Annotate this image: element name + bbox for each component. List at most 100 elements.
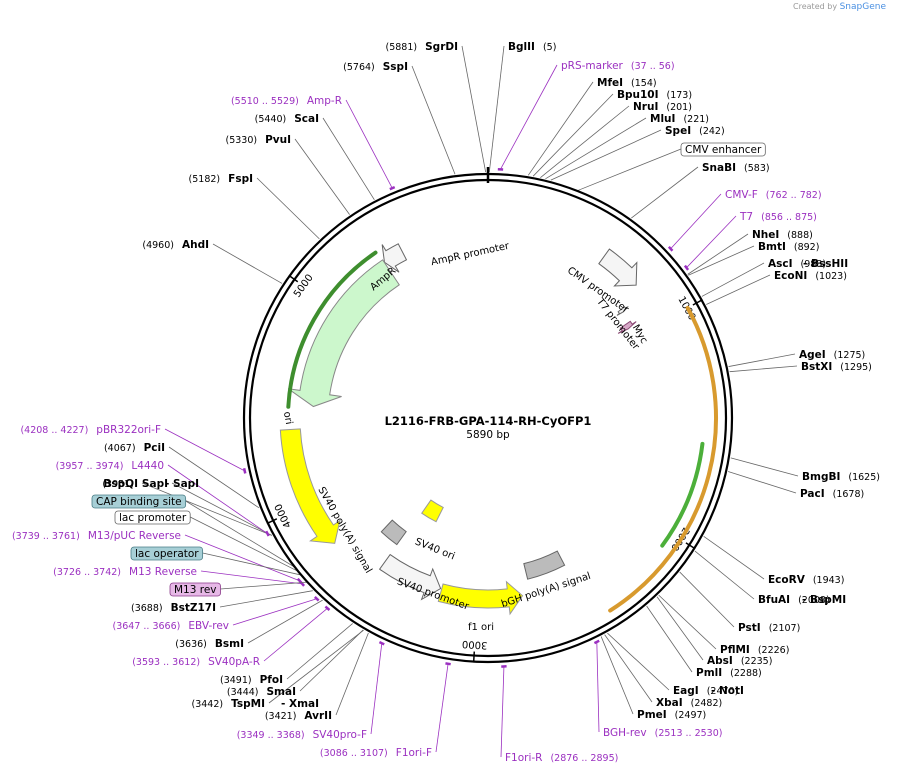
site-name-bgh-rev[interactable]: BGH-rev [603,727,647,739]
leader-paci [727,471,797,494]
site-name-bglii[interactable]: BglII [508,41,535,53]
site-name-sapi[interactable]: SapI [142,478,168,490]
boxed-label-cap-binding-site[interactable]: CAP binding site [91,494,187,509]
site-name-bfuai[interactable]: BfuAI [758,594,790,606]
primer-mark-cmv-f [667,245,674,252]
site-name-bspmi[interactable]: - BspMI [802,594,846,606]
site-name-sapi[interactable]: - SapI [165,478,199,490]
feature-myc[interactable] [617,320,637,334]
site-name-smai[interactable]: SmaI [267,686,297,698]
leader-bstxi [729,365,798,373]
site-name-f1ori-r[interactable]: F1ori-R [505,752,542,764]
site-name-sspi[interactable]: SspI [383,61,408,73]
site-name-xmai[interactable]: - XmaI [281,698,319,710]
site-name-bspqi[interactable]: BspQI [103,478,138,490]
site-name-f1ori-f[interactable]: F1ori-F [396,747,432,759]
site-name-ecorv[interactable]: EcoRV [768,574,806,586]
site-name-bpu10i[interactable]: Bpu10I [617,89,659,101]
site-name-noti[interactable]: - NotI [711,685,744,697]
leader-m13-rev [220,581,308,590]
site-name-m13-puc-reverse[interactable]: M13/pUC Reverse [88,530,181,542]
feature-ori[interactable] [279,428,341,544]
site-name-m13-reverse[interactable]: M13 Reverse [129,566,197,578]
site-pos-pcii: (4067) [104,443,136,454]
feature-sv40-promoter[interactable] [378,553,442,601]
leader-pmli [646,605,693,673]
boxed-label-lac-promoter[interactable]: lac promoter [114,510,191,525]
site-name-pbr322ori-f[interactable]: pBR322ori-F [96,424,161,436]
boxed-bg-m13-rev [169,582,221,597]
site-pos-fspi: (5182) [189,174,221,185]
leader-smai [299,629,364,692]
feature-ampr-promoter[interactable] [381,243,408,273]
site-name-nrui[interactable]: NruI [633,101,658,113]
site-name-spei[interactable]: SpeI [665,125,691,137]
site-name-mfei[interactable]: MfeI [597,77,623,89]
site-name-pfoi[interactable]: PfoI [260,674,283,686]
primer-mark-amp-r [389,185,396,191]
site-name-nhei[interactable]: NheI [752,229,779,241]
site-name-xbai[interactable]: XbaI [656,697,683,709]
site-name-sgrdi[interactable]: SgrDI [425,41,458,53]
site-name-scai[interactable]: ScaI [294,113,319,125]
site-name-l4440[interactable]: L4440 [131,460,164,472]
site-name-fspi[interactable]: FspI [228,173,253,185]
leader-cmv-enhancer [576,148,682,192]
site-name-bsshii[interactable]: - BssHII [803,258,848,270]
site-name-eagi[interactable]: EagI [673,685,699,697]
site-name-prs-marker[interactable]: pRS-marker [561,60,624,72]
site-name-pcii[interactable]: PciI [144,442,165,454]
site-name-agei[interactable]: AgeI [799,349,826,361]
site-name-tspmi[interactable]: TspMI [231,698,265,710]
feature-bgh-poly-a-signal[interactable] [523,550,566,580]
boxed-label-m13-rev[interactable]: M13 rev [169,582,221,597]
site-name-ahdi[interactable]: AhdI [182,239,209,251]
leader-bsmi [247,599,323,644]
site-name-bmgbi[interactable]: BmgBI [802,471,840,483]
site-name-asci[interactable]: AscI [768,258,793,270]
site-name-mlui[interactable]: MluI [650,113,675,125]
feature-f1-ori[interactable] [437,580,524,616]
leader-bstz17i [219,590,313,608]
site-name-econi[interactable]: EcoNI [774,270,807,282]
site-name-bstxi[interactable]: BstXI [801,361,832,373]
site-name-avrii[interactable]: AvrII [304,710,332,722]
boxed-label-lac-operator[interactable]: lac operator [130,546,204,561]
site-name-pflmi[interactable]: PflMI [720,644,750,656]
leader-f1ori-r [500,666,505,758]
feature-cmv-promoter[interactable] [598,248,638,287]
site-name-pmli[interactable]: PmlI [696,667,722,679]
leader-bpu10i [532,93,614,177]
site-name-cmv-f[interactable]: CMV-F [725,189,758,201]
site-name-sv40pro-f[interactable]: SV40pro-F [313,729,367,741]
boxed-text-lac-promoter: lac promoter [119,512,187,524]
site-name-bmti[interactable]: BmtI [758,241,786,253]
site-name-bsmi[interactable]: BsmI [215,638,244,650]
feature-t7-promoter[interactable] [616,306,629,316]
site-name-sv40pa-r[interactable]: SV40pA-R [208,656,260,668]
site-name-psti[interactable]: PstI [738,622,761,634]
feature-label-f1-ori: f1 ori [468,622,494,633]
leader-f1ori-f [435,663,449,753]
feature-sv40-ori[interactable] [421,499,444,523]
site-pos-sv40pro-f: (3349 .. 3368) [237,730,305,741]
site-name-t7[interactable]: T7 [739,211,753,223]
leader-cap-binding-site [185,500,296,568]
site-name-absi[interactable]: AbsI [707,655,733,667]
site-name-pvui[interactable]: PvuI [265,134,291,146]
boxed-text-lac-operator: lac operator [135,548,199,560]
boxed-label-cmv-enhancer[interactable]: CMV enhancer [680,142,766,157]
feature-sv40-poly-a-signal[interactable] [380,519,407,546]
tick-1000 [692,299,703,306]
primer-mark-m13-puc-reverse [296,577,303,584]
leader-asci [701,262,765,297]
leader-prs-marker [500,64,558,170]
site-name-pmei[interactable]: PmeI [637,709,667,721]
site-name-snabi[interactable]: SnaBI [702,162,736,174]
site-name-ebv-rev[interactable]: EBV-rev [188,620,229,632]
site-name-bstz17i[interactable]: BstZ17I [171,602,216,614]
primer-mark-bgh-rev [593,639,600,645]
site-name-amp-r[interactable]: Amp-R [307,95,342,107]
boxed-bg-cmv-enhancer [680,142,766,157]
site-name-paci[interactable]: PacI [800,488,825,500]
